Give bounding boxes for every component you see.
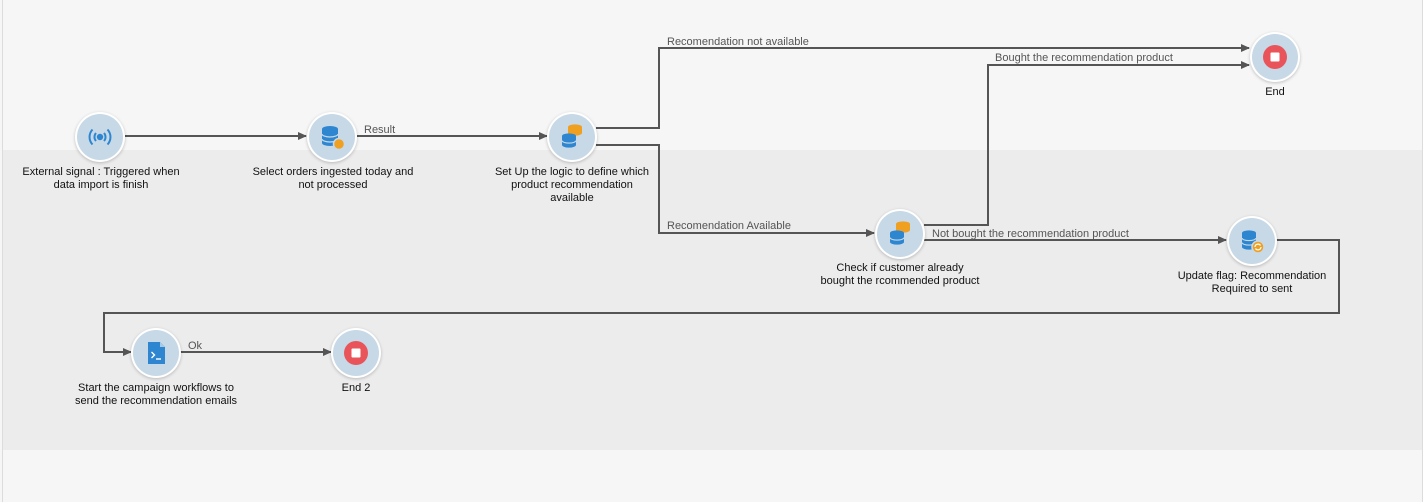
start-campaign-label: Start the campaign workflows to send the… (74, 382, 238, 407)
signal-icon (88, 128, 112, 146)
edge-label-ok: Ok (188, 340, 203, 352)
check-customer-node[interactable] (877, 211, 923, 257)
select-orders-node[interactable] (309, 114, 355, 160)
wire-available (596, 144, 875, 237)
end2-node[interactable] (333, 330, 379, 376)
end-label: End (1265, 86, 1285, 98)
update-data-icon (1241, 230, 1265, 254)
swimlane-band (3, 150, 1422, 450)
edge-label-not-bought: Not bought the recommendation product (932, 228, 1129, 240)
edge-label-available: Recomendation Available (667, 220, 791, 232)
stop-icon (1263, 45, 1287, 69)
update-flag-node[interactable] (1229, 218, 1275, 264)
update-flag-label: Update flag: Recommendation Required to … (1177, 270, 1327, 295)
check-customer-label: Check if customer already bought the rco… (820, 262, 980, 287)
external-signal-node[interactable] (77, 114, 123, 160)
select-orders-label: Select orders ingested today and not pro… (252, 166, 414, 191)
wire-update-to-start (103, 239, 1340, 356)
split-icon (889, 221, 910, 245)
query-icon (321, 126, 346, 151)
wire-bought (924, 61, 1250, 226)
stop-icon (344, 341, 368, 365)
end2-label: End 2 (341, 382, 371, 394)
logic-split-node[interactable] (549, 114, 595, 160)
split-icon (561, 124, 582, 148)
script-icon (148, 342, 165, 364)
logic-split-label: Set Up the logic to define which product… (494, 166, 650, 204)
wire-not-available (596, 44, 1250, 129)
edge-label-not-available: Recomendation not available (667, 36, 809, 48)
edge-label-bought: Bought the recommendation product (995, 52, 1173, 64)
start-campaign-node[interactable] (133, 330, 179, 376)
end-node[interactable] (1252, 34, 1298, 80)
external-signal-label: External signal : Triggered when data im… (22, 166, 180, 191)
transition-wires (103, 44, 1340, 356)
edge-label-result: Result (364, 124, 396, 136)
